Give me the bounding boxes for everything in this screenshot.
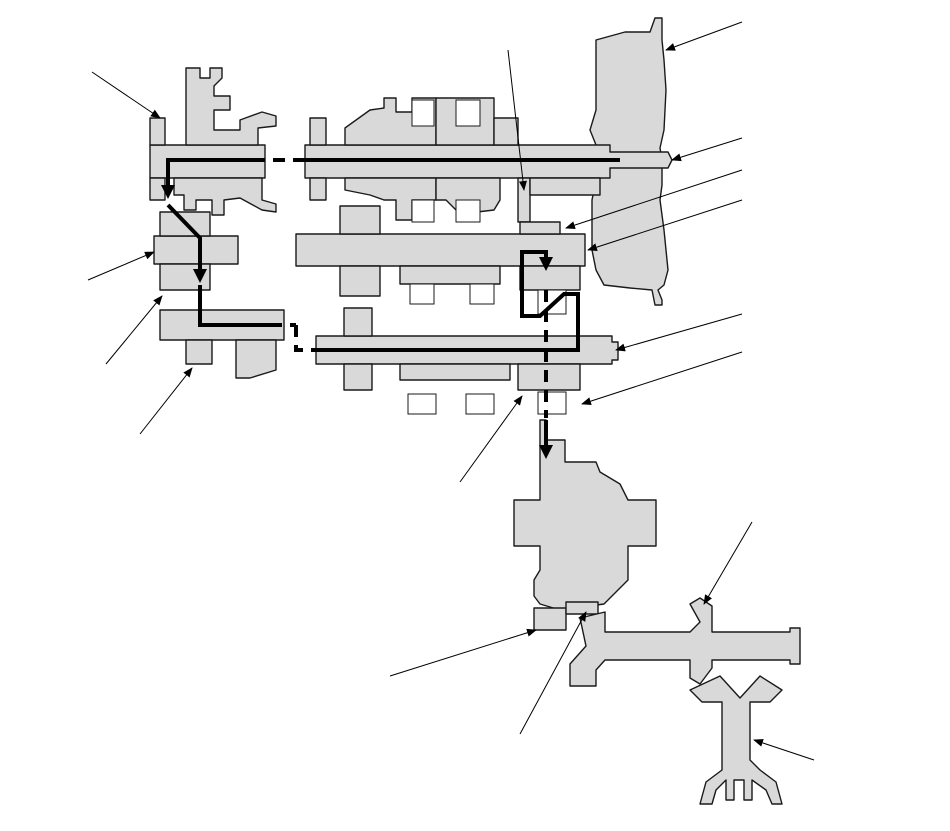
leader-2 [671,137,743,162]
power-flow-path [161,158,620,459]
leader-14 [459,395,523,483]
callout-leaders [87,21,815,761]
leader-8 [753,739,815,761]
mainshaft-gears [173,67,601,223]
leader-3 [565,169,743,229]
leader-7 [703,521,753,605]
leader-12 [105,295,163,365]
leader-1 [665,21,743,51]
countershaft [153,205,586,315]
leader-15 [389,628,537,677]
leader-5 [615,313,743,352]
leader-4 [587,199,743,252]
leader-11 [87,251,155,281]
leader-16 [519,611,587,735]
final-drive [569,597,801,805]
differential [513,419,657,631]
leader-9 [507,49,527,191]
leader-10 [91,71,161,119]
leader-6 [581,351,743,406]
leader-13 [139,367,193,435]
